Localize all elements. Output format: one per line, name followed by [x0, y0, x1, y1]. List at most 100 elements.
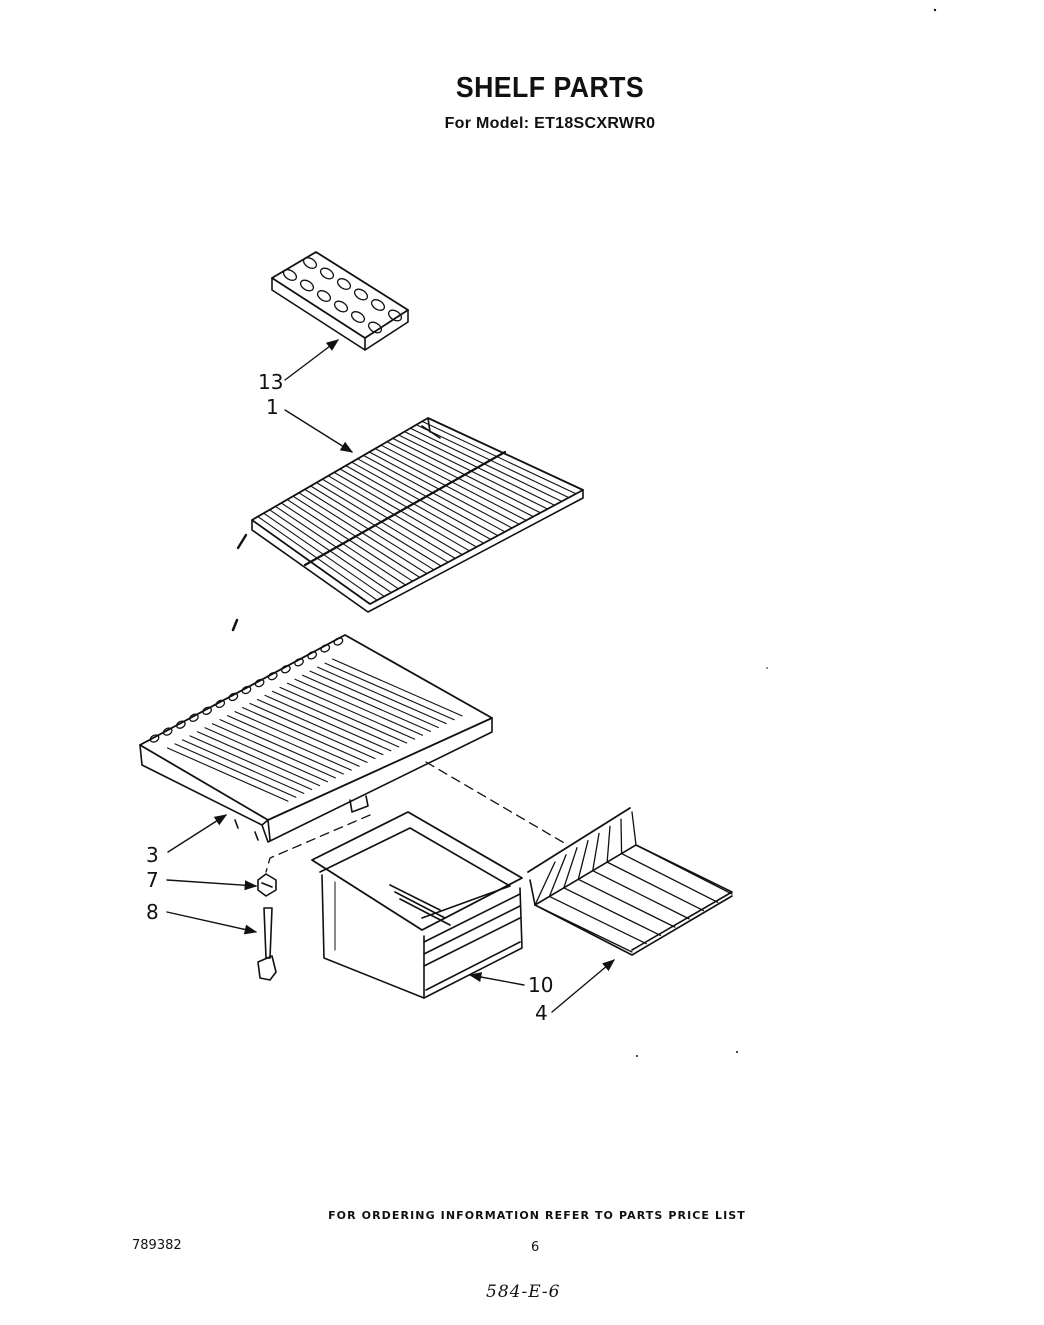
frame-wire — [226, 715, 352, 771]
frame-wire — [181, 739, 305, 794]
shelf-wire — [298, 492, 428, 575]
shelf-wire — [362, 454, 506, 533]
frame-wire — [234, 711, 360, 767]
basket-wire — [635, 844, 733, 895]
frame-slot — [267, 671, 278, 681]
shelf-wire — [415, 424, 570, 499]
tray-cell — [370, 299, 386, 311]
shelf-wire — [345, 465, 485, 544]
shelf-wire — [357, 458, 499, 537]
shelf-wire — [292, 495, 421, 578]
basket-upright — [606, 825, 611, 863]
callout-10: 10 — [528, 973, 554, 997]
shelf-wire — [257, 516, 378, 601]
frame-wire — [174, 743, 297, 798]
wire-shelf — [236, 417, 584, 613]
basket-upright — [592, 832, 600, 872]
callout-3: 3 — [146, 843, 159, 867]
frame-wire — [211, 723, 336, 779]
frame-wire — [271, 690, 400, 748]
page-title: SHELF PARTS — [455, 72, 645, 104]
shelf-wire — [304, 488, 435, 571]
shelf-wire — [286, 499, 414, 582]
shelf-wire — [380, 444, 527, 521]
assembly-guide-lines — [265, 761, 567, 873]
scan-specks — [636, 8, 937, 1057]
frame-slot — [241, 685, 252, 695]
basket-upright — [620, 818, 623, 855]
basket-upright — [563, 847, 578, 889]
basket-wire — [534, 904, 633, 953]
tray-cell — [299, 279, 315, 292]
frame-wire — [309, 670, 439, 729]
tray-cell — [333, 300, 349, 313]
frame-wire — [286, 682, 416, 740]
shelf-wire — [421, 420, 577, 495]
shelf-wire — [368, 451, 513, 529]
tray-cell — [319, 267, 335, 280]
tray-cell — [367, 321, 383, 334]
stray-mark — [231, 618, 239, 632]
frame-wire — [256, 698, 384, 756]
frame-wire — [301, 674, 431, 732]
basket-wire — [592, 870, 690, 920]
frame-wire — [264, 694, 392, 752]
tray-cell — [336, 278, 352, 290]
tray-cell — [282, 269, 298, 281]
support-cap — [257, 873, 277, 897]
frame-wire — [324, 662, 455, 721]
basket-wire — [606, 861, 705, 912]
shelf-wire — [409, 427, 563, 502]
ordering-note: FOR ORDERING INFORMATION REFER TO PARTS … — [328, 1209, 746, 1222]
shelf-wire — [280, 502, 407, 586]
basket-wire — [620, 852, 719, 903]
shelf-wire — [339, 468, 478, 548]
tray-cell — [350, 311, 366, 323]
basket-upright — [548, 854, 567, 898]
document-number: 789382 — [132, 1238, 182, 1253]
callout-1: 1 — [266, 395, 279, 419]
frame-wire — [219, 719, 344, 775]
tray-cell — [302, 257, 318, 269]
shelf-wire — [333, 471, 470, 552]
wire-basket — [527, 807, 733, 956]
frame-wire — [331, 658, 463, 717]
shelf-wire — [274, 505, 399, 590]
frame-slot — [228, 692, 239, 702]
shelf-wire — [386, 441, 534, 518]
callout-leaders — [166, 339, 615, 1013]
frame-wire — [249, 702, 376, 760]
shelf-wire — [315, 482, 449, 563]
tray-cell — [353, 288, 369, 301]
frame-slot — [307, 651, 318, 660]
frame-wire — [189, 735, 313, 791]
shelf-wire — [392, 437, 541, 514]
basket-upright — [534, 861, 556, 906]
frame-slot — [202, 706, 212, 715]
frame-slot — [294, 658, 304, 667]
frame-wire — [204, 727, 329, 783]
frame-wire — [166, 747, 289, 802]
callout-13: 13 — [258, 370, 284, 394]
basket-wire — [577, 878, 676, 928]
page-number: 6 — [531, 1240, 540, 1255]
shelf-wire — [269, 509, 392, 594]
tray-cell — [387, 309, 403, 322]
frame-slot — [162, 727, 173, 736]
frame-slot — [175, 720, 186, 729]
frame-wire — [294, 678, 424, 736]
basket-wire — [563, 887, 662, 937]
shelf-wire — [321, 478, 456, 559]
frame-wire — [241, 706, 368, 763]
ice-cube-tray — [271, 251, 409, 351]
frame-slot — [254, 678, 265, 688]
callout-7: 7 — [146, 868, 159, 892]
shelf-wire — [403, 431, 556, 506]
handwritten-code: 584-E-6 — [486, 1282, 561, 1302]
shelf-wire — [374, 448, 520, 525]
shelf-wire — [327, 475, 463, 556]
frame-slot — [320, 644, 331, 653]
shelf-wire — [398, 434, 549, 510]
shelf-wire — [310, 485, 442, 567]
